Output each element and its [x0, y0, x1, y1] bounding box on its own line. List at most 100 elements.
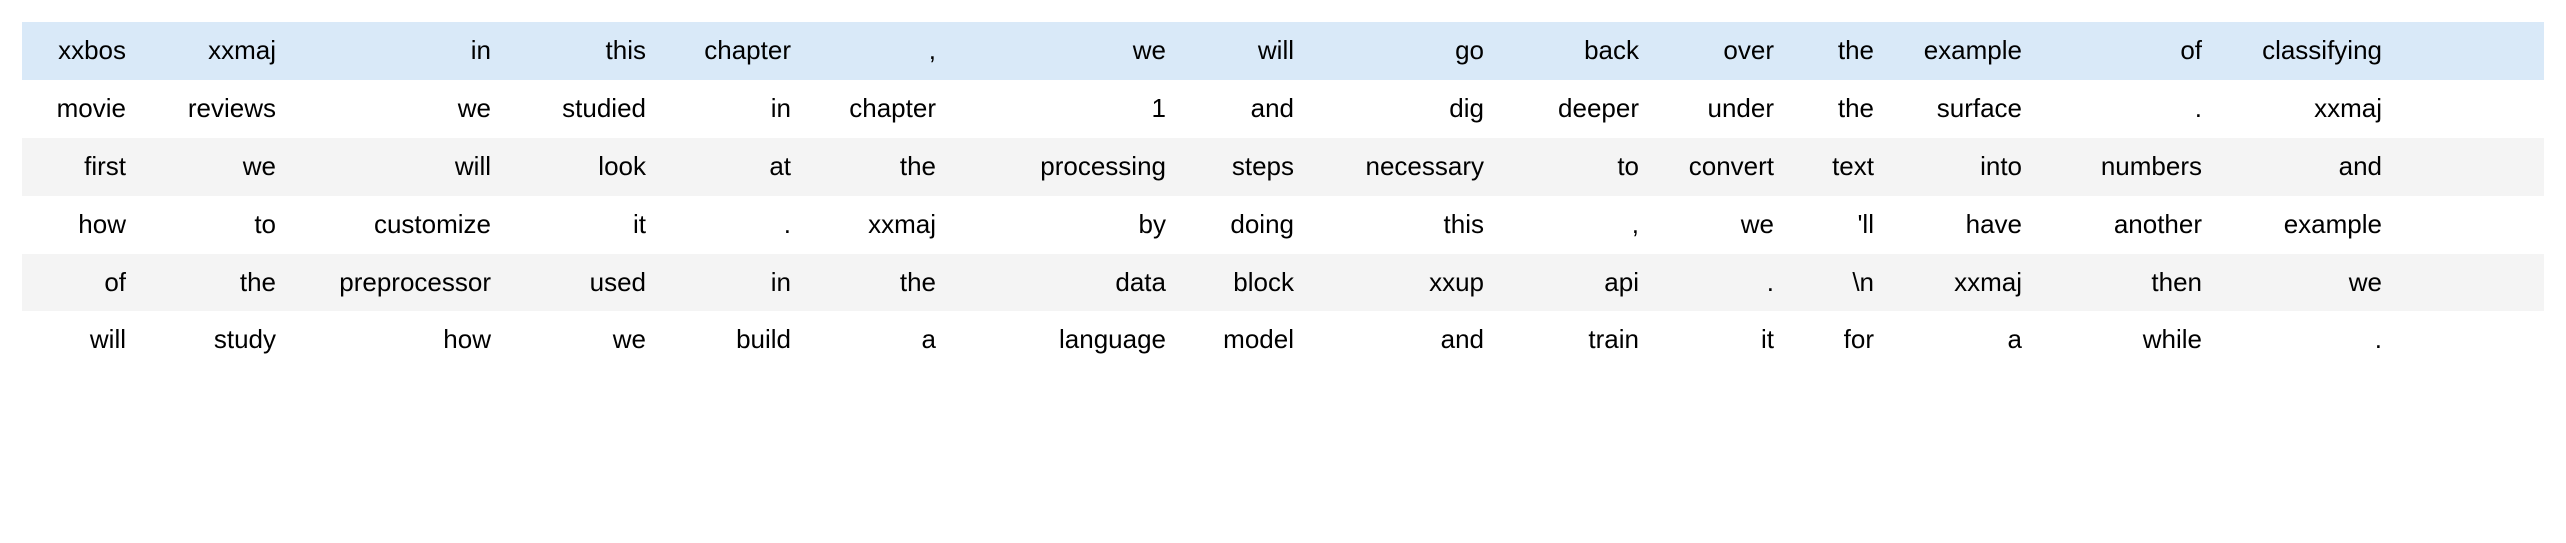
table-cell: customize [284, 195, 499, 254]
table-cell: the [134, 253, 284, 312]
table-cell: and [2210, 137, 2390, 196]
table-cell: we [284, 79, 499, 138]
table-cell: processing [944, 137, 1174, 196]
table-cell: numbers [2030, 137, 2210, 196]
table-cell: look [499, 137, 654, 196]
table-cell: the [799, 253, 944, 312]
table-cell: block [1174, 253, 1302, 312]
table-cell: at [654, 137, 799, 196]
table-cell: a [799, 311, 944, 370]
table-cell: the [1782, 22, 1882, 80]
table-cell: xxbos [22, 22, 134, 80]
table-cell: to [134, 195, 284, 254]
table-cell: xxmaj [134, 22, 284, 80]
table-cell: train [1492, 311, 1647, 370]
table-cell: back [1492, 22, 1647, 80]
table-cell: we [499, 311, 654, 370]
tokenized-text-table: xxbos xxmaj in this chapter , we will go… [22, 22, 2544, 370]
table-cell [2390, 195, 2544, 254]
table-cell: this [1302, 195, 1492, 254]
table-cell: model [1174, 311, 1302, 370]
table-row[interactable]: of the preprocessor used in the data blo… [22, 253, 2544, 312]
table-cell: of [22, 253, 134, 312]
table-row[interactable]: xxbos xxmaj in this chapter , we will go… [22, 22, 2544, 80]
table-cell: preprocessor [284, 253, 499, 312]
table-cell: for [1782, 311, 1882, 370]
table-cell: build [654, 311, 799, 370]
table-cell: xxmaj [2210, 79, 2390, 138]
table-cell: , [799, 22, 944, 80]
table-cell: to [1492, 137, 1647, 196]
table-cell: will [1174, 22, 1302, 80]
table-cell: it [499, 195, 654, 254]
table-cell: we [944, 22, 1174, 80]
table-cell: example [2210, 195, 2390, 254]
table-cell: . [1647, 253, 1782, 312]
table-cell: xxmaj [1882, 253, 2030, 312]
table-cell: doing [1174, 195, 1302, 254]
table-cell: . [654, 195, 799, 254]
table-cell [2390, 137, 2544, 196]
table-cell: surface [1882, 79, 2030, 138]
table-cell: data [944, 253, 1174, 312]
table-cell: , [1492, 195, 1647, 254]
table-cell: then [2030, 253, 2210, 312]
table-cell: another [2030, 195, 2210, 254]
table-cell: over [1647, 22, 1782, 80]
table-row[interactable]: how to customize it . xxmaj by doing thi… [22, 195, 2544, 254]
table-cell: dig [1302, 79, 1492, 138]
table-cell: chapter [654, 22, 799, 80]
table-cell: xxup [1302, 253, 1492, 312]
table-cell: classifying [2210, 22, 2390, 80]
table-cell: we [2210, 253, 2390, 312]
table-cell: convert [1647, 137, 1782, 196]
table-cell: xxmaj [799, 195, 944, 254]
table-cell: will [284, 137, 499, 196]
table-cell: 1 [944, 79, 1174, 138]
table-cell: and [1302, 311, 1492, 370]
table-cell: chapter [799, 79, 944, 138]
table-cell: language [944, 311, 1174, 370]
table-cell: the [1782, 79, 1882, 138]
table-cell: will [22, 311, 134, 370]
table-cell: go [1302, 22, 1492, 80]
table-cell: . [2210, 311, 2390, 370]
table-cell: under [1647, 79, 1782, 138]
table-cell: used [499, 253, 654, 312]
table-cell: in [654, 79, 799, 138]
table-cell: we [1647, 195, 1782, 254]
table-cell: how [22, 195, 134, 254]
table-cell: of [2030, 22, 2210, 80]
table-cell [2390, 311, 2544, 370]
table-cell: api [1492, 253, 1647, 312]
table-cell: the [799, 137, 944, 196]
table-cell: have [1882, 195, 2030, 254]
table-cell: example [1882, 22, 2030, 80]
table-cell: movie [22, 79, 134, 138]
table-row[interactable]: movie reviews we studied in chapter 1 an… [22, 79, 2544, 138]
table-cell: 'll [1782, 195, 1882, 254]
table-cell: and [1174, 79, 1302, 138]
table-row[interactable]: will study how we build a language model… [22, 311, 2544, 370]
table-cell: a [1882, 311, 2030, 370]
table-cell: by [944, 195, 1174, 254]
table-cell: while [2030, 311, 2210, 370]
table-cell: text [1782, 137, 1882, 196]
table-cell: how [284, 311, 499, 370]
table-cell: it [1647, 311, 1782, 370]
table-cell: reviews [134, 79, 284, 138]
table-cell: steps [1174, 137, 1302, 196]
table-cell: first [22, 137, 134, 196]
table-cell: into [1882, 137, 2030, 196]
table-cell: this [499, 22, 654, 80]
table-row[interactable]: first we will look at the processing ste… [22, 137, 2544, 196]
table-cell: deeper [1492, 79, 1647, 138]
table-body: xxbos xxmaj in this chapter , we will go… [22, 22, 2544, 370]
table-cell: necessary [1302, 137, 1492, 196]
table-cell: \n [1782, 253, 1882, 312]
table-cell [2390, 22, 2544, 80]
table-cell: in [654, 253, 799, 312]
table-cell [2390, 253, 2544, 312]
table-cell: we [134, 137, 284, 196]
